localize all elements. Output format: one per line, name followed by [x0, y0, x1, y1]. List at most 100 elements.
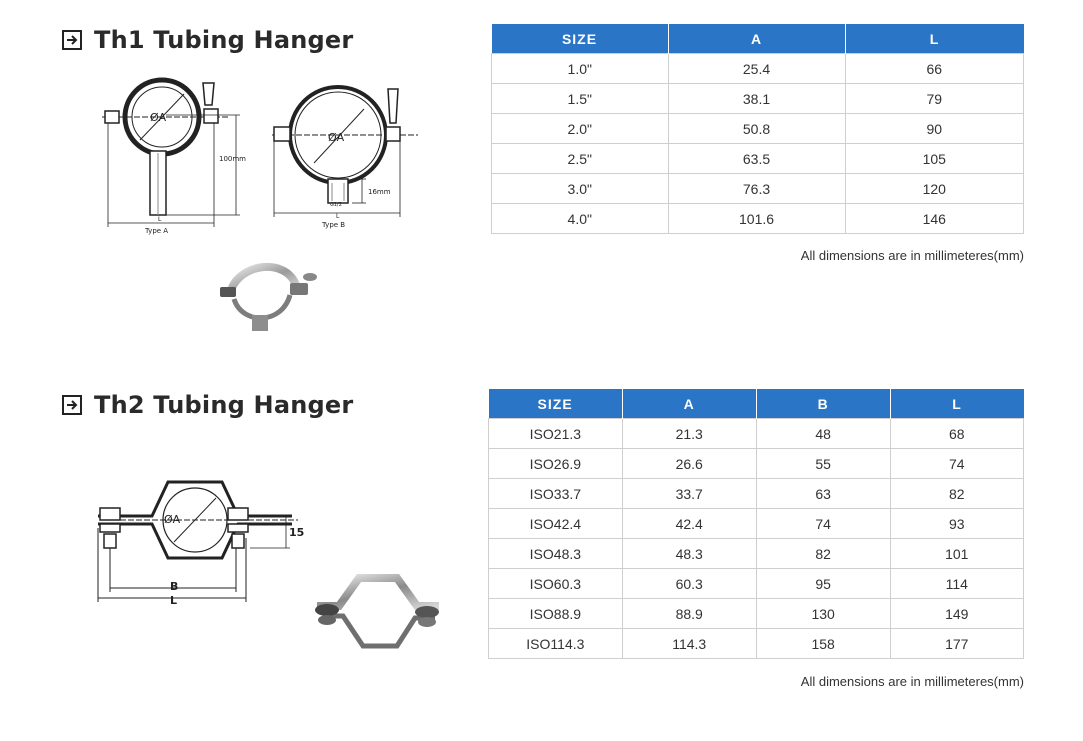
table-cell: ISO26.9	[488, 448, 623, 479]
table-cell: 95	[755, 568, 891, 599]
th2-section-title: Th2 Tubing Hanger	[62, 391, 353, 419]
table-cell: 82	[889, 478, 1025, 509]
table-cell: 130	[755, 598, 891, 629]
th2-header-b: B	[756, 389, 891, 419]
th2-dimensions-note: All dimensions are in millimeteres(mm)	[800, 674, 1024, 689]
th2-product-image	[315, 574, 439, 649]
table-cell: 120	[844, 173, 1025, 204]
table-cell: 63	[755, 478, 891, 509]
table-cell: 114.3	[621, 628, 757, 659]
table-cell: 101.6	[667, 203, 846, 234]
th2-table-header-row: SIZE A B L	[488, 389, 1024, 419]
table-cell: 1.0"	[491, 53, 669, 84]
th2-phi-a-label: ØA	[164, 513, 181, 526]
table-cell: 177	[889, 628, 1025, 659]
arrow-right-box-icon	[62, 395, 82, 415]
th2-dim-15-label: 15	[289, 526, 304, 539]
table-cell: 55	[755, 448, 891, 479]
arrow-right-box-icon	[62, 30, 82, 50]
th1-header-a: A	[668, 24, 846, 54]
table-cell: 74	[755, 508, 891, 539]
table-cell: 88.9	[621, 598, 757, 629]
table-cell: ISO88.9	[488, 598, 623, 629]
th2-header-l: L	[890, 389, 1024, 419]
table-cell: 50.8	[667, 113, 846, 144]
table-cell: 33.7	[621, 478, 757, 509]
table-cell: 25.4	[667, 53, 846, 84]
th2-b-label: B	[170, 580, 178, 593]
table-cell: ISO114.3	[488, 628, 623, 659]
th1-product-image	[220, 263, 317, 331]
table-cell: 60.3	[621, 568, 757, 599]
th1-header-size: SIZE	[491, 24, 669, 54]
table-cell: 68	[889, 418, 1025, 449]
table-cell: 63.5	[667, 143, 846, 174]
th1-section-title: Th1 Tubing Hanger	[62, 26, 353, 54]
table-cell: 158	[755, 628, 891, 659]
th2-header-a: A	[622, 389, 757, 419]
th1-dim-16-label: 16mm	[368, 188, 391, 196]
table-cell: 3.0"	[491, 173, 669, 204]
table-cell: 79	[844, 83, 1025, 114]
th1-type-a-drawing: ØA 100mm L Type A	[102, 77, 246, 235]
table-cell: 149	[889, 598, 1025, 629]
table-cell: 74	[889, 448, 1025, 479]
th1-l-label-a: L	[158, 216, 162, 223]
table-cell: 90	[844, 113, 1025, 144]
table-cell: 48.3	[621, 538, 757, 569]
table-cell: 76.3	[667, 173, 846, 204]
table-cell: 42.4	[621, 508, 757, 539]
table-cell: 93	[889, 508, 1025, 539]
th2-header-size: SIZE	[488, 389, 623, 419]
th1-thread-label: G1/2	[330, 202, 342, 208]
th1-header-l: L	[845, 24, 1024, 54]
table-cell: 105	[844, 143, 1025, 174]
table-cell: 38.1	[667, 83, 846, 114]
table-cell: ISO33.7	[488, 478, 623, 509]
table-cell: ISO48.3	[488, 538, 623, 569]
table-cell: 114	[889, 568, 1025, 599]
th1-dim-100-label: 100mm	[219, 155, 246, 163]
th1-title: Th1 Tubing Hanger	[94, 26, 354, 54]
table-cell: 48	[755, 418, 891, 449]
table-cell: 2.0"	[491, 113, 669, 144]
table-cell: ISO42.4	[488, 508, 623, 539]
table-cell: 82	[755, 538, 891, 569]
th1-l-label-b: L	[336, 213, 340, 220]
table-cell: 4.0"	[491, 203, 669, 234]
th2-drawing: ØA 15 B L	[97, 480, 304, 607]
th1-table-header-row: SIZE A L	[491, 24, 1024, 54]
th1-phi-a-label-b: ØA	[328, 131, 345, 144]
table-cell: 2.5"	[491, 143, 669, 174]
table-cell: 1.5"	[491, 83, 669, 114]
table-cell: 101	[889, 538, 1025, 569]
th2-title: Th2 Tubing Hanger	[94, 391, 354, 419]
table-cell: ISO60.3	[488, 568, 623, 599]
table-cell: ISO21.3	[488, 418, 623, 449]
th1-phi-a-label-a: ØA	[150, 111, 167, 124]
table-cell: 66	[844, 53, 1025, 84]
th1-type-b-drawing: ØA 16mm G1/2 L Type B	[272, 85, 418, 229]
th1-type-a-label: Type A	[144, 227, 168, 235]
table-cell: 21.3	[621, 418, 757, 449]
th1-dimensions-note: All dimensions are in millimeteres(mm)	[800, 248, 1024, 263]
th2-l-label: L	[170, 594, 177, 607]
th1-type-b-label: Type B	[321, 221, 345, 229]
table-cell: 26.6	[621, 448, 757, 479]
